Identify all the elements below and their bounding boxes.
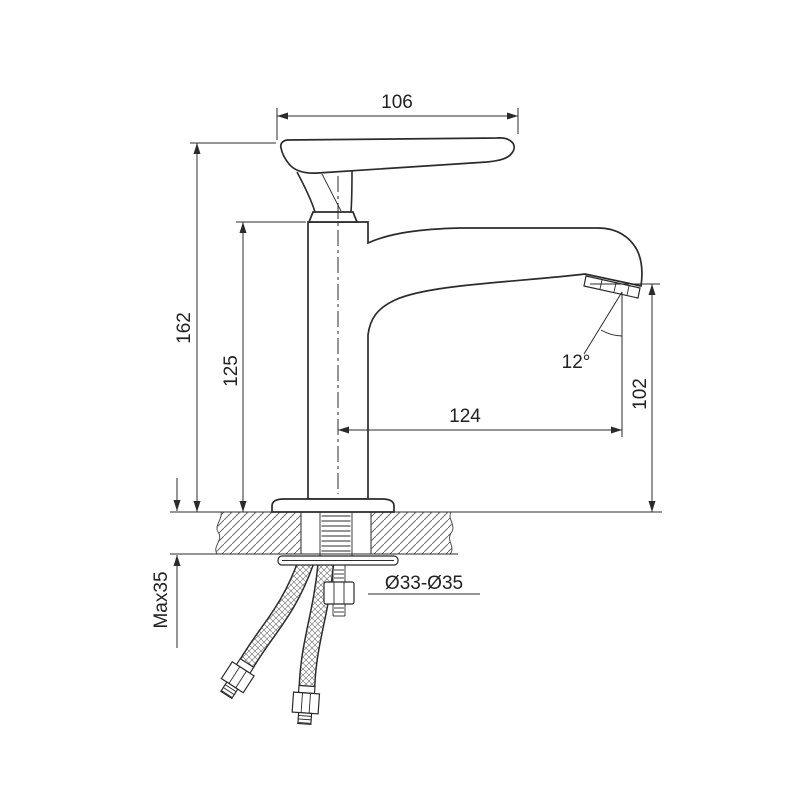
- countertop-section: [170, 511, 662, 555]
- dim-label-body-height: 125: [221, 355, 242, 387]
- hose-fitting-right: [290, 684, 321, 726]
- faucet-body-and-spout: [271, 221, 643, 513]
- handle-neck-right-edge: [350, 170, 353, 213]
- mounting-nut: [323, 581, 355, 605]
- dim-label-outlet-height: 102: [630, 378, 651, 410]
- dim-label-max-deck-thickness: Max35: [151, 571, 172, 628]
- dim-overall-height: 162: [174, 142, 276, 512]
- handle-neck-left-edge: [296, 171, 316, 213]
- dim-spout-reach: 124: [338, 292, 623, 437]
- faucet-shank: [319, 512, 353, 557]
- handle-lever: [279, 137, 515, 174]
- dim-spout-angle: 12°: [562, 291, 623, 373]
- countertop-right-slab: [370, 511, 454, 555]
- cartridge-escutcheon: [307, 211, 359, 223]
- dim-outlet-height: 102: [590, 283, 660, 512]
- dim-body-height: 125: [221, 221, 306, 512]
- dim-label-mounting-hole: Ø33-Ø35: [385, 573, 463, 594]
- base-flange: [271, 498, 395, 513]
- dim-mounting-hole: Ø33-Ø35: [368, 573, 480, 595]
- dim-label-spout-reach: 124: [449, 406, 481, 427]
- supply-hose-right: [298, 561, 335, 687]
- mounting-stud: [332, 565, 346, 617]
- faucet-handle: [279, 137, 515, 223]
- faucet-body-outline: [307, 221, 643, 500]
- countertop-left-slab: [215, 511, 302, 555]
- dim-label-handle-length: 106: [381, 92, 413, 113]
- dim-max-deck-thickness: Max35: [151, 478, 181, 648]
- supply-hoses: [214, 559, 335, 726]
- dim-label-overall-height: 162: [174, 312, 195, 344]
- supply-hose-left: [239, 559, 314, 668]
- dim-handle-length: 106: [276, 92, 519, 140]
- mounting-hardware: [277, 555, 399, 617]
- dim-label-spout-angle: 12°: [562, 352, 591, 373]
- shank-threads: [321, 515, 351, 552]
